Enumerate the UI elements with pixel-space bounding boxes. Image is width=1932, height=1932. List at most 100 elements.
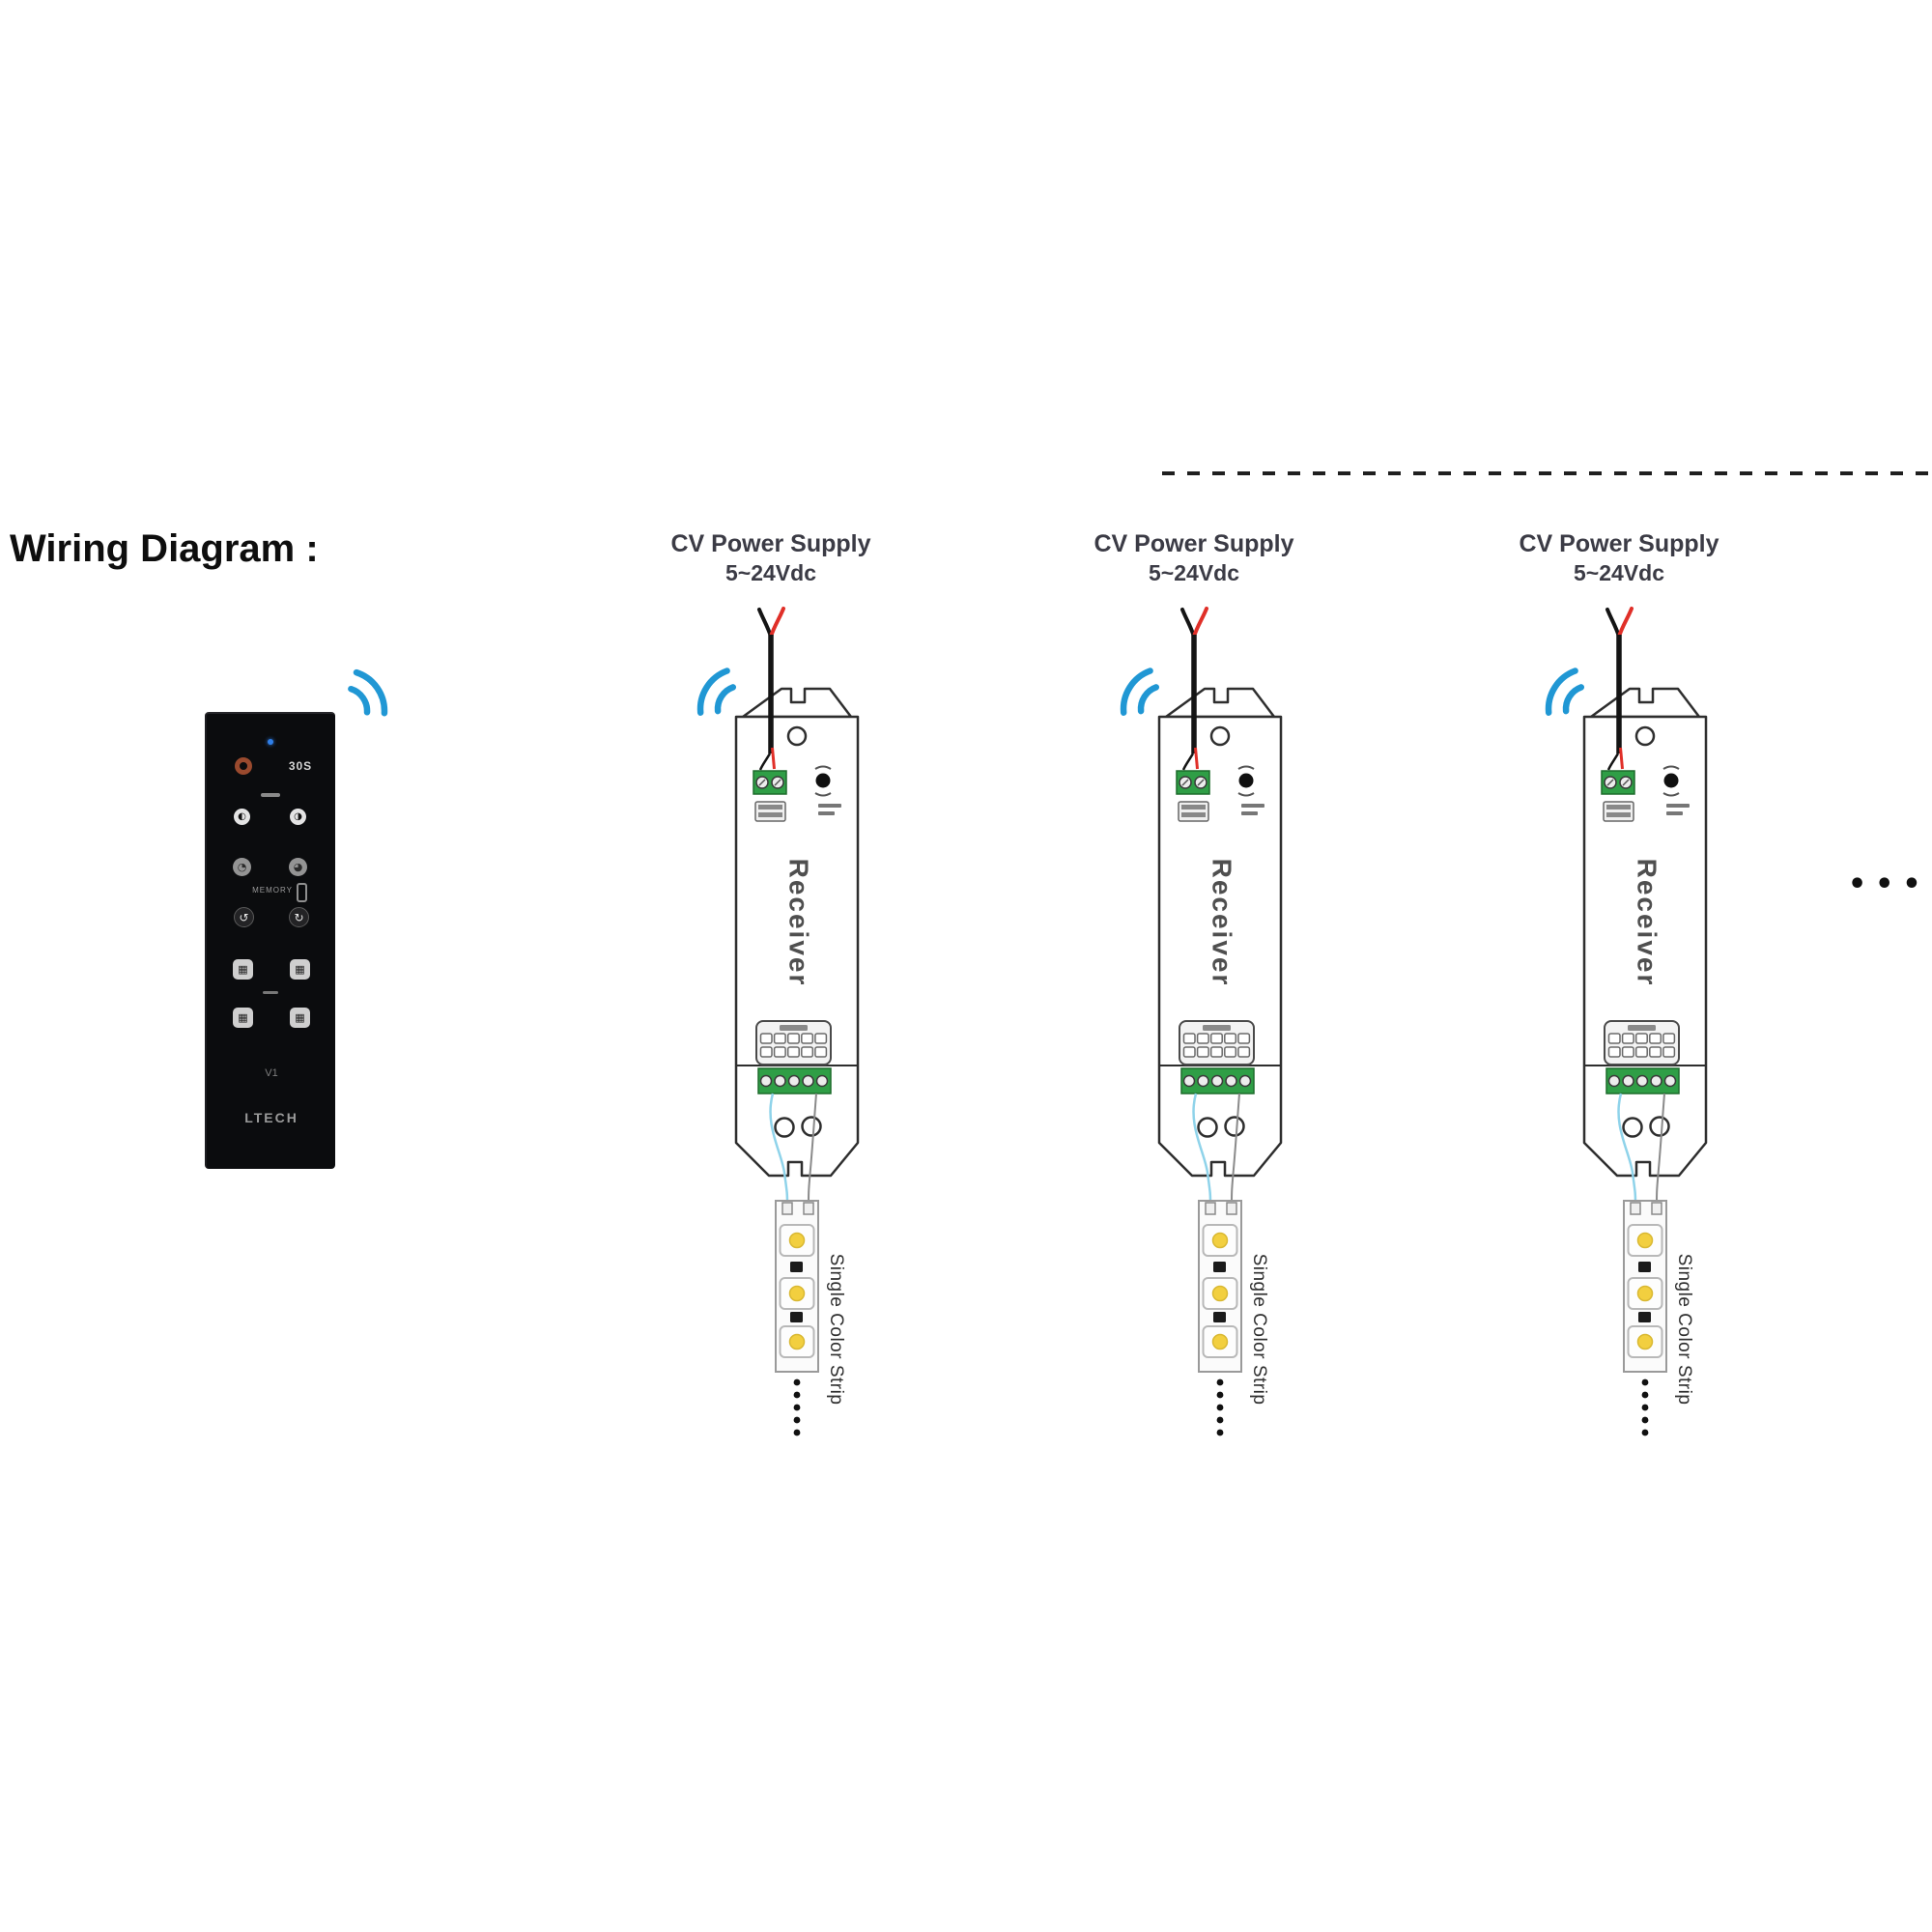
- connector-slot: [786, 1046, 800, 1058]
- terminal-screw: [1663, 1074, 1677, 1088]
- timer-button[interactable]: 30S: [288, 759, 313, 773]
- zone-button-1[interactable]: ▦: [233, 959, 253, 980]
- led-emitter: [788, 1333, 806, 1350]
- power-wire-black-tail: [1606, 753, 1620, 771]
- terminal-screw: [759, 1074, 773, 1088]
- strip-solder-pad: [781, 1202, 793, 1215]
- wifi-arc-inner: [348, 685, 371, 716]
- cycle-left-icon: ↺: [239, 910, 249, 924]
- cycle-left-button[interactable]: ↺: [234, 907, 254, 927]
- onoff-label: [261, 793, 280, 797]
- strip-continuation-dot: [1641, 1416, 1649, 1424]
- screw-slot: [1606, 779, 1614, 786]
- screw-slot: [1622, 779, 1630, 786]
- wifi-arc-outer: [353, 668, 388, 717]
- dim-right-icon: ◑: [294, 811, 302, 822]
- dim-right-button[interactable]: ◑: [290, 809, 306, 825]
- power-supply-voltage: 5~24Vdc: [1574, 560, 1664, 585]
- power-ring-button[interactable]: [235, 757, 252, 775]
- strip-continuation-dot: [1641, 1391, 1649, 1399]
- cycle-right-button[interactable]: ↻: [289, 907, 309, 927]
- power-wire-red-tail: [771, 747, 776, 770]
- scene-left-button[interactable]: ◔: [233, 858, 251, 876]
- power-wire-red-tail: [1619, 747, 1624, 770]
- remote-wifi-signal-icon: [348, 668, 388, 717]
- zone-icon: ▦: [295, 1011, 305, 1024]
- strip-label: Single Color Strip: [1674, 1254, 1694, 1406]
- receiver-group: CV Power Supply 5~24Vdc: [652, 522, 942, 1449]
- remote-version: V1: [265, 1067, 278, 1079]
- strip-solder-pad: [1651, 1202, 1662, 1215]
- strip-continuation-dot: [1216, 1391, 1224, 1399]
- connector-slot: [801, 1033, 814, 1044]
- power-wire-black: [757, 608, 773, 639]
- connector-slot: [759, 1033, 773, 1044]
- terminal-screw: [1635, 1074, 1649, 1088]
- zone-icon: ▦: [295, 963, 305, 976]
- memory-label: MEMORY: [252, 886, 293, 895]
- strip-continuation-dot: [1641, 1429, 1649, 1436]
- led-emitter: [1636, 1232, 1654, 1249]
- strip-continuation-dot: [1216, 1404, 1224, 1411]
- zone-button-3[interactable]: ▦: [233, 1008, 253, 1028]
- mounting-tab-top: [741, 687, 853, 719]
- wifi-signal-icon: [1137, 684, 1160, 715]
- spec-label-row: [1606, 812, 1631, 817]
- match-button[interactable]: [815, 773, 831, 788]
- mounting-hole-bottom: [1649, 1116, 1670, 1137]
- strip-continuation-dot: [1216, 1416, 1224, 1424]
- strip-continuation-dot: [1641, 1378, 1649, 1386]
- match-button[interactable]: [1238, 773, 1254, 788]
- power-wire-red: [1192, 607, 1208, 639]
- screw-slot: [1181, 779, 1189, 786]
- spec-label-row: [1606, 805, 1631, 810]
- connector-slot: [1662, 1046, 1676, 1058]
- strip-resistor: [1213, 1262, 1226, 1272]
- scene-right-button[interactable]: ◕: [289, 858, 307, 876]
- wifi-signal-icon: [1120, 668, 1153, 716]
- led-emitter: [788, 1285, 806, 1302]
- receiver-group: CV Power Supply 5~24Vdc: [1075, 522, 1365, 1449]
- terminal-screw: [1197, 1074, 1209, 1088]
- strip-resistor: [1638, 1312, 1651, 1322]
- terminal-screw: [1238, 1074, 1252, 1088]
- receiver-diagram: Receiver: [1545, 607, 1708, 1436]
- strip-resistor: [790, 1262, 803, 1272]
- dip-connector-label: [1203, 1025, 1231, 1031]
- power-supply-title: CV Power Supply: [670, 530, 871, 557]
- connector-slot: [1649, 1046, 1662, 1058]
- terminal-screw: [1622, 1074, 1634, 1088]
- strip-label: Single Color Strip: [826, 1254, 846, 1406]
- mounting-hole-bottom: [1622, 1117, 1643, 1138]
- dim-left-button[interactable]: ◐: [234, 809, 250, 825]
- indicator-led: [268, 739, 273, 745]
- strip-continuation-dot: [793, 1416, 801, 1424]
- wire-to-strip-cyan: [1192, 1093, 1212, 1205]
- connector-slot: [1196, 1033, 1209, 1044]
- connector-slot: [1237, 1033, 1251, 1044]
- remote-brand-logo: LTECH: [244, 1110, 298, 1125]
- terminal-screw: [1650, 1074, 1662, 1088]
- power-supply-title: CV Power Supply: [1519, 530, 1719, 557]
- terminal-screw: [1607, 1074, 1621, 1088]
- zone-icon: ▦: [238, 963, 248, 976]
- screw-slot: [774, 779, 781, 786]
- more-receivers-dots: •••: [1848, 867, 1930, 901]
- zone-button-2[interactable]: ▦: [290, 959, 310, 980]
- page-title: Wiring Diagram :: [10, 527, 319, 570]
- match-button[interactable]: [1663, 773, 1679, 788]
- zone-label: [263, 991, 278, 994]
- button-mark: [1237, 765, 1255, 770]
- zone-button-4[interactable]: ▦: [290, 1008, 310, 1028]
- mounting-hole-bottom: [801, 1116, 822, 1137]
- strip-solder-pad: [1226, 1202, 1237, 1215]
- wire-to-strip-gray: [808, 1093, 817, 1205]
- connector-slot: [814, 1033, 828, 1044]
- connector-slot: [786, 1033, 800, 1044]
- strip-continuation-dot: [793, 1391, 801, 1399]
- connector-slot: [773, 1046, 786, 1058]
- mounting-hole-top: [786, 725, 808, 747]
- silkscreen-text-line: [1241, 804, 1264, 808]
- dip-connector-label: [1628, 1025, 1656, 1031]
- connector-slot: [1196, 1046, 1209, 1058]
